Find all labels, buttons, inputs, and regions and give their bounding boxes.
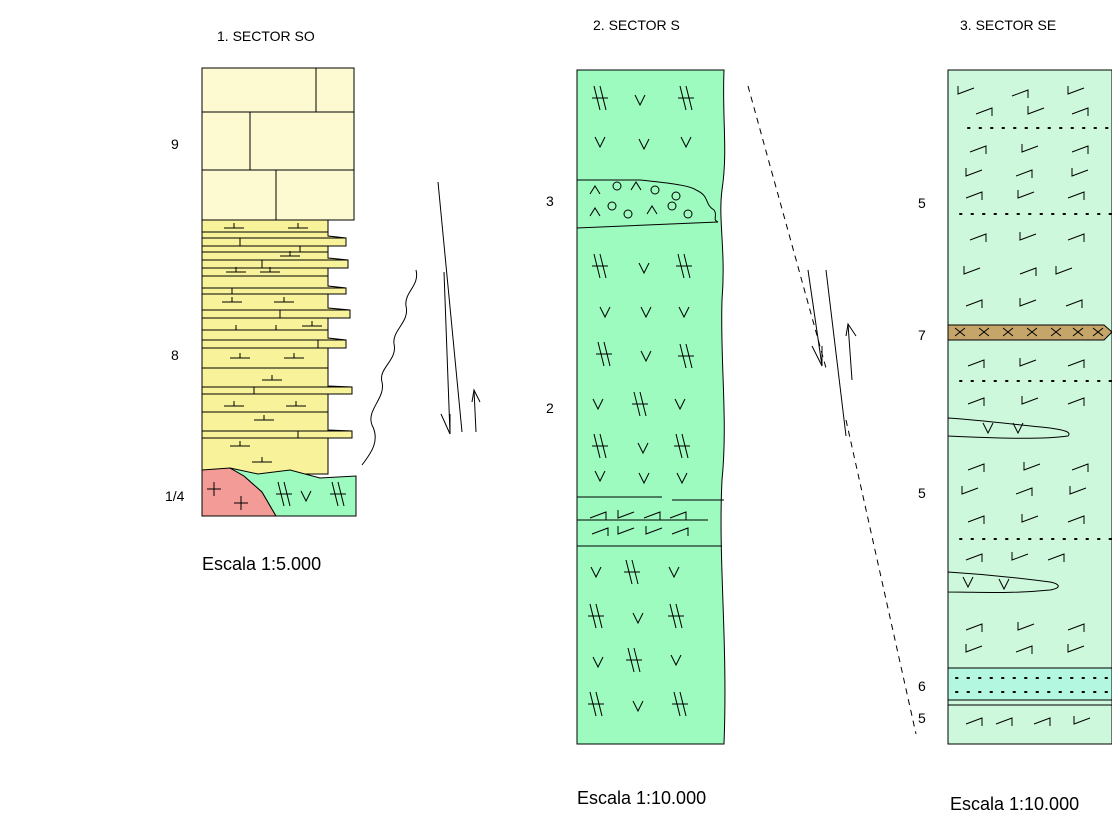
column-title: 3. SECTOR SE [960,17,1056,33]
unit-label: 3 [546,193,554,209]
dotted-layers [955,127,1112,693]
unit-label: 5 [918,485,926,501]
unit-label: 8 [171,347,179,363]
unit-3-conglomerate [576,179,719,229]
scale-label: Escala 1:5.000 [202,554,321,574]
unit-label: 6 [918,678,926,694]
column-title: 1. SECTOR SO [217,28,315,44]
fault-symbol-2 [747,85,917,735]
unit-6-band [947,667,1112,701]
fault-symbol-1 [437,181,481,435]
marl-bedding [202,231,352,439]
column-3-body [947,69,1112,745]
column-2-body [576,69,726,745]
scale-label: Escala 1:10.000 [577,788,706,808]
unit-8-marl [201,219,353,475]
unit-label: 5 [918,710,926,726]
column-sector-se: 3. SECTOR SE [918,17,1112,814]
unit-label: 7 [918,327,926,343]
volcanic-lens [947,417,1070,439]
wavy-contact-line [361,269,418,466]
column-title: 2. SECTOR S [593,17,680,33]
column-sector-s: 2. SECTOR S [546,17,726,808]
limestone-joints [202,68,354,220]
unit-4-volcanic [229,467,357,517]
unit-9-limestone [201,67,355,221]
unit-label: 5 [918,195,926,211]
unit-label: 1/4 [165,488,185,504]
volcanic-lens [947,571,1059,593]
unit-label: 2 [546,400,554,416]
tuff-band [577,496,724,547]
column-sector-so: 1. SECTOR SO [165,28,481,574]
unit-7-band [947,324,1112,341]
unit-label: 9 [171,136,179,152]
scale-label: Escala 1:10.000 [950,794,1079,814]
